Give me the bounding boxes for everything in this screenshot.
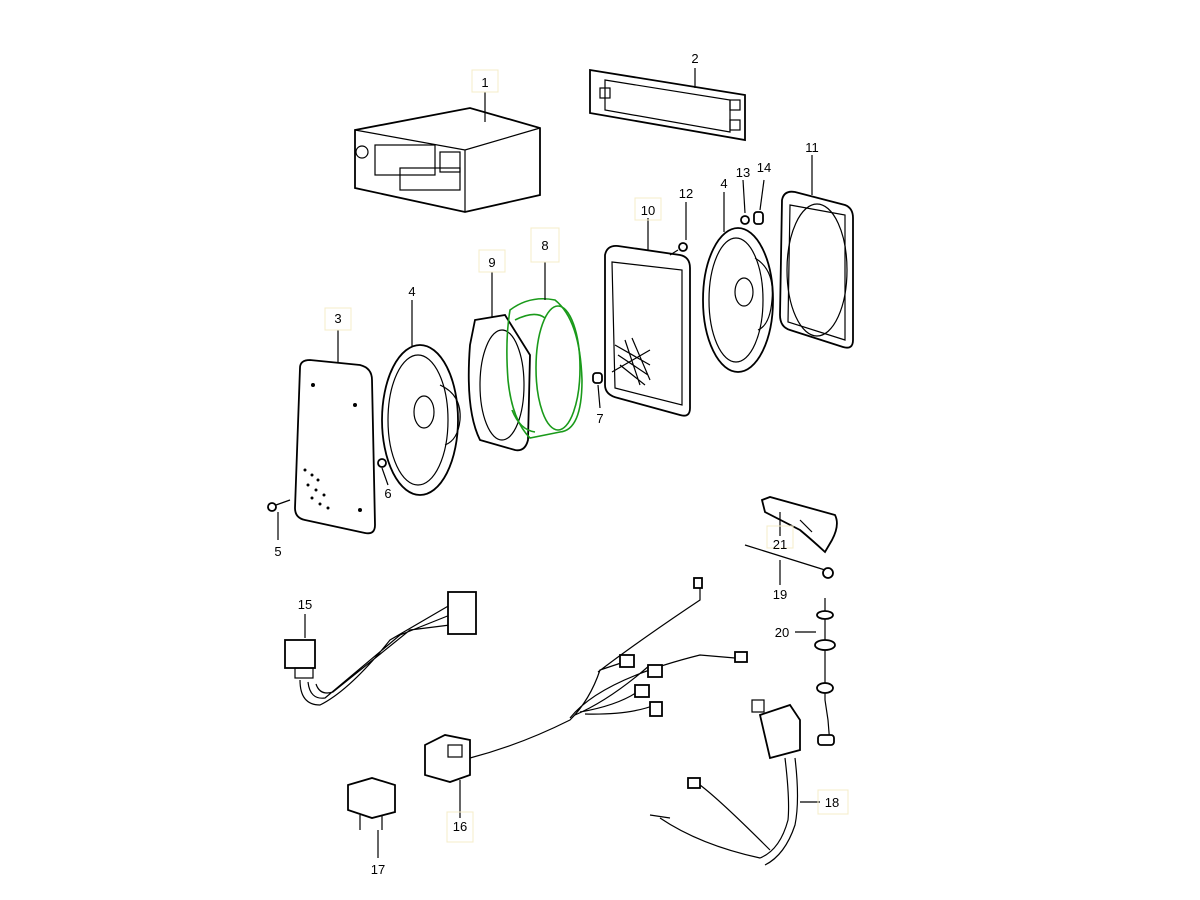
part-2-mounting-frame[interactable] [589, 68, 746, 142]
part-21-bracket[interactable] [760, 496, 838, 554]
callout-5: 5 [274, 544, 281, 559]
callout-7: 7 [596, 411, 603, 426]
callout-10: 10 [641, 203, 655, 218]
callout-13: 13 [736, 165, 750, 180]
part-5-screw[interactable] [267, 499, 291, 512]
part-10-mesh-cover[interactable] [604, 245, 691, 417]
callout-1: 1 [481, 75, 488, 90]
callout-14: 14 [757, 160, 771, 175]
callout-3: 3 [334, 311, 341, 326]
callout-8: 8 [541, 238, 548, 253]
callout-15: 15 [298, 597, 312, 612]
callout-19: 19 [773, 587, 787, 602]
part-18-antenna-amplifier-cable[interactable] [649, 699, 801, 866]
part-20-antenna-mount[interactable] [814, 598, 836, 746]
callout-16: 16 [453, 819, 467, 834]
callout-18: 18 [825, 795, 839, 810]
callout-21: 21 [773, 537, 787, 552]
callout-9: 9 [488, 255, 495, 270]
part-13-washer[interactable] [740, 215, 750, 225]
part-6-nut[interactable] [377, 458, 387, 468]
part-7-nut[interactable] [592, 372, 603, 384]
callout-12: 12 [679, 186, 693, 201]
callout-20: 20 [775, 625, 789, 640]
part-12-screw[interactable] [669, 242, 688, 256]
callout-4-right: 4 [720, 176, 727, 191]
part-16-wiring-harness[interactable] [424, 577, 748, 783]
part-4-speaker-left[interactable] [381, 344, 461, 496]
callout-6: 6 [384, 486, 391, 501]
part-3-speaker-grille[interactable] [294, 359, 376, 535]
part-11-speaker-frame[interactable] [779, 190, 854, 349]
callout-17: 17 [371, 862, 385, 877]
part-1-radio[interactable] [354, 107, 541, 213]
part-4-speaker-right[interactable] [702, 227, 774, 373]
part-8-speaker-adapter[interactable] [506, 297, 583, 439]
part-14-nut[interactable] [753, 211, 764, 225]
part-17-relay[interactable] [347, 777, 396, 830]
part-15-connector-harness[interactable] [284, 591, 477, 706]
callout-4-left: 4 [408, 284, 415, 299]
callout-2: 2 [691, 51, 698, 66]
callout-11: 11 [805, 140, 819, 155]
part-19-antenna-rod[interactable] [744, 544, 834, 579]
part-9-speaker-ring[interactable] [467, 314, 531, 452]
